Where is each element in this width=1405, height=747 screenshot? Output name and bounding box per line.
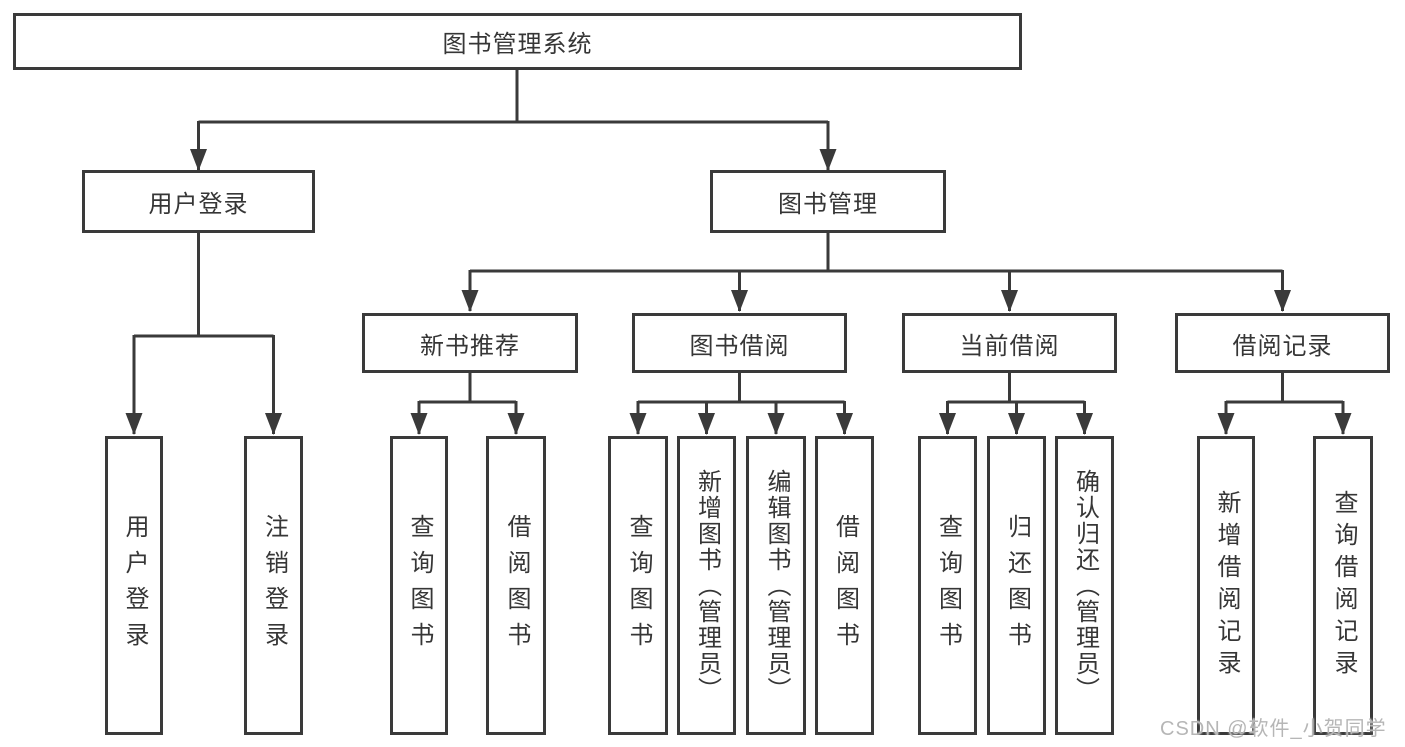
node-library-management-system: 图书管理系统 (13, 13, 1022, 70)
node-label: 借阅图书 (831, 513, 859, 658)
node-label: 图书管理 (778, 191, 878, 218)
node-label: 查询借阅记录 (1330, 489, 1357, 682)
leaf-query-books-borrowing: 查询图书 (608, 436, 668, 735)
node-label: 查询图书 (406, 513, 433, 658)
leaf-borrow-books-recommend: 借阅图书 (486, 436, 546, 735)
node-label: 新增图书（管理员） (693, 468, 721, 703)
connector-user-login (134, 233, 274, 338)
leaf-logout: 注销登录 (244, 436, 303, 735)
leaf-return-book: 归还图书 (987, 436, 1046, 735)
node-current-borrowing: 当前借阅 (902, 313, 1117, 373)
node-label: 用户登录 (148, 191, 249, 218)
connector-recommend (419, 373, 516, 404)
node-label: 图书借阅 (689, 332, 790, 360)
node-label: 确认归还（管理员） (1071, 468, 1099, 703)
node-label: 新增借阅记录 (1213, 489, 1240, 682)
node-label: 用户登录 (121, 513, 148, 658)
node-label: 图书管理系统 (442, 31, 593, 58)
connector-book-mgmt (470, 233, 1283, 273)
node-label: 编辑图书（管理员） (763, 468, 790, 703)
node-label: 新书推荐 (420, 332, 520, 360)
node-book-management: 图书管理 (710, 170, 946, 233)
node-new-book-recommendation: 新书推荐 (362, 313, 578, 373)
node-label: 当前借阅 (959, 332, 1060, 360)
csdn-watermark: CSDN @软件_小贺同学 (1160, 718, 1387, 740)
node-label: 查询图书 (625, 513, 652, 658)
node-user-login: 用户登录 (82, 170, 315, 233)
node-borrowing-records: 借阅记录 (1175, 313, 1390, 373)
node-label: 注销登录 (260, 513, 288, 658)
connector-root (198, 68, 828, 124)
node-label: 借阅图书 (503, 513, 530, 658)
node-label: 归还图书 (1003, 513, 1031, 658)
leaf-query-books-current: 查询图书 (918, 436, 977, 735)
node-label: 查询图书 (934, 513, 962, 658)
leaf-confirm-return-admin: 确认归还（管理员） (1055, 436, 1114, 735)
leaf-add-borrow-record: 新增借阅记录 (1197, 436, 1255, 735)
connector-current (947, 373, 1085, 404)
leaf-edit-book-admin: 编辑图书（管理员） (746, 436, 806, 735)
node-label: 借阅记录 (1232, 332, 1333, 360)
leaf-query-borrow-record: 查询借阅记录 (1313, 436, 1373, 735)
connector-records (1226, 373, 1343, 404)
node-book-borrowing: 图书借阅 (632, 313, 847, 373)
leaf-borrow-books-borrowing: 借阅图书 (815, 436, 874, 735)
leaf-add-book-admin: 新增图书（管理员） (677, 436, 736, 735)
connector-borrowing (638, 373, 845, 404)
leaf-user-login: 用户登录 (105, 436, 163, 735)
leaf-query-books-recommend: 查询图书 (390, 436, 448, 735)
